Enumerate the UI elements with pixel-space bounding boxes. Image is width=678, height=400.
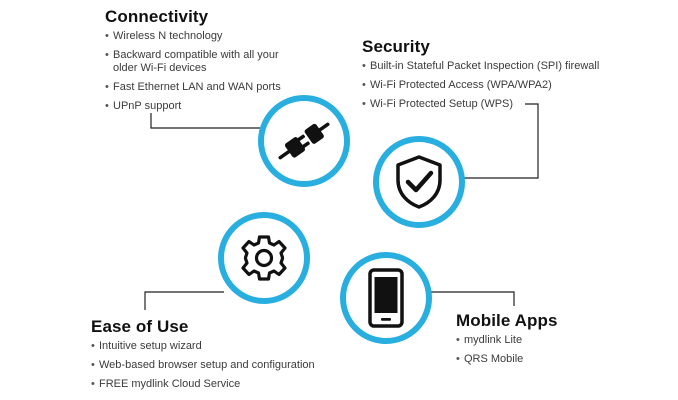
list-item: Backward compatible with all your older … [105, 49, 283, 75]
list-item: Wireless N technology [105, 30, 305, 43]
smartphone-icon [368, 268, 404, 328]
connectivity-title: Connectivity [105, 7, 209, 26]
security-icon-circle [373, 136, 465, 228]
ease-of-use-section: Ease of Use Intuitive setup wizard Web-b… [91, 317, 351, 397]
gear-icon [241, 235, 287, 281]
ease-of-use-icon-circle [218, 212, 310, 304]
mobile-apps-connector-line [428, 291, 515, 306]
mobile-apps-section: Mobile Apps mydlink Lite QRS Mobile [456, 311, 596, 372]
security-feature-list: Built-in Stateful Packet Inspection (SPI… [362, 60, 662, 111]
list-item: Wi-Fi Protected Setup (WPS) [362, 98, 662, 111]
plug-connector-icon [278, 122, 330, 160]
mobile-apps-feature-list: mydlink Lite QRS Mobile [456, 334, 596, 366]
list-item: Web-based browser setup and configuratio… [91, 359, 351, 372]
security-title: Security [362, 37, 430, 56]
list-item: QRS Mobile [456, 353, 596, 366]
mobile-apps-icon-circle [340, 252, 432, 344]
list-item: FREE mydlink Cloud Service [91, 378, 351, 391]
connectivity-icon-circle [258, 95, 350, 187]
list-item: Fast Ethernet LAN and WAN ports [105, 81, 305, 94]
ease-of-use-title: Ease of Use [91, 317, 189, 336]
list-item: mydlink Lite [456, 334, 596, 347]
ease-of-use-connector-line [144, 291, 224, 310]
list-item: Wi-Fi Protected Access (WPA/WPA2) [362, 79, 662, 92]
security-section: Security Built-in Stateful Packet Inspec… [362, 37, 662, 117]
ease-of-use-feature-list: Intuitive setup wizard Web-based browser… [91, 340, 351, 391]
list-item: UPnP support [105, 100, 305, 113]
connectivity-section: Connectivity Wireless N technology Backw… [105, 7, 305, 119]
mobile-apps-title: Mobile Apps [456, 311, 558, 330]
connectivity-connector-line [150, 113, 262, 129]
connectivity-feature-list: Wireless N technology Backward compatibl… [105, 30, 305, 113]
list-item: Intuitive setup wizard [91, 340, 351, 353]
list-item: Built-in Stateful Packet Inspection (SPI… [362, 60, 662, 73]
shield-check-icon [396, 155, 442, 209]
